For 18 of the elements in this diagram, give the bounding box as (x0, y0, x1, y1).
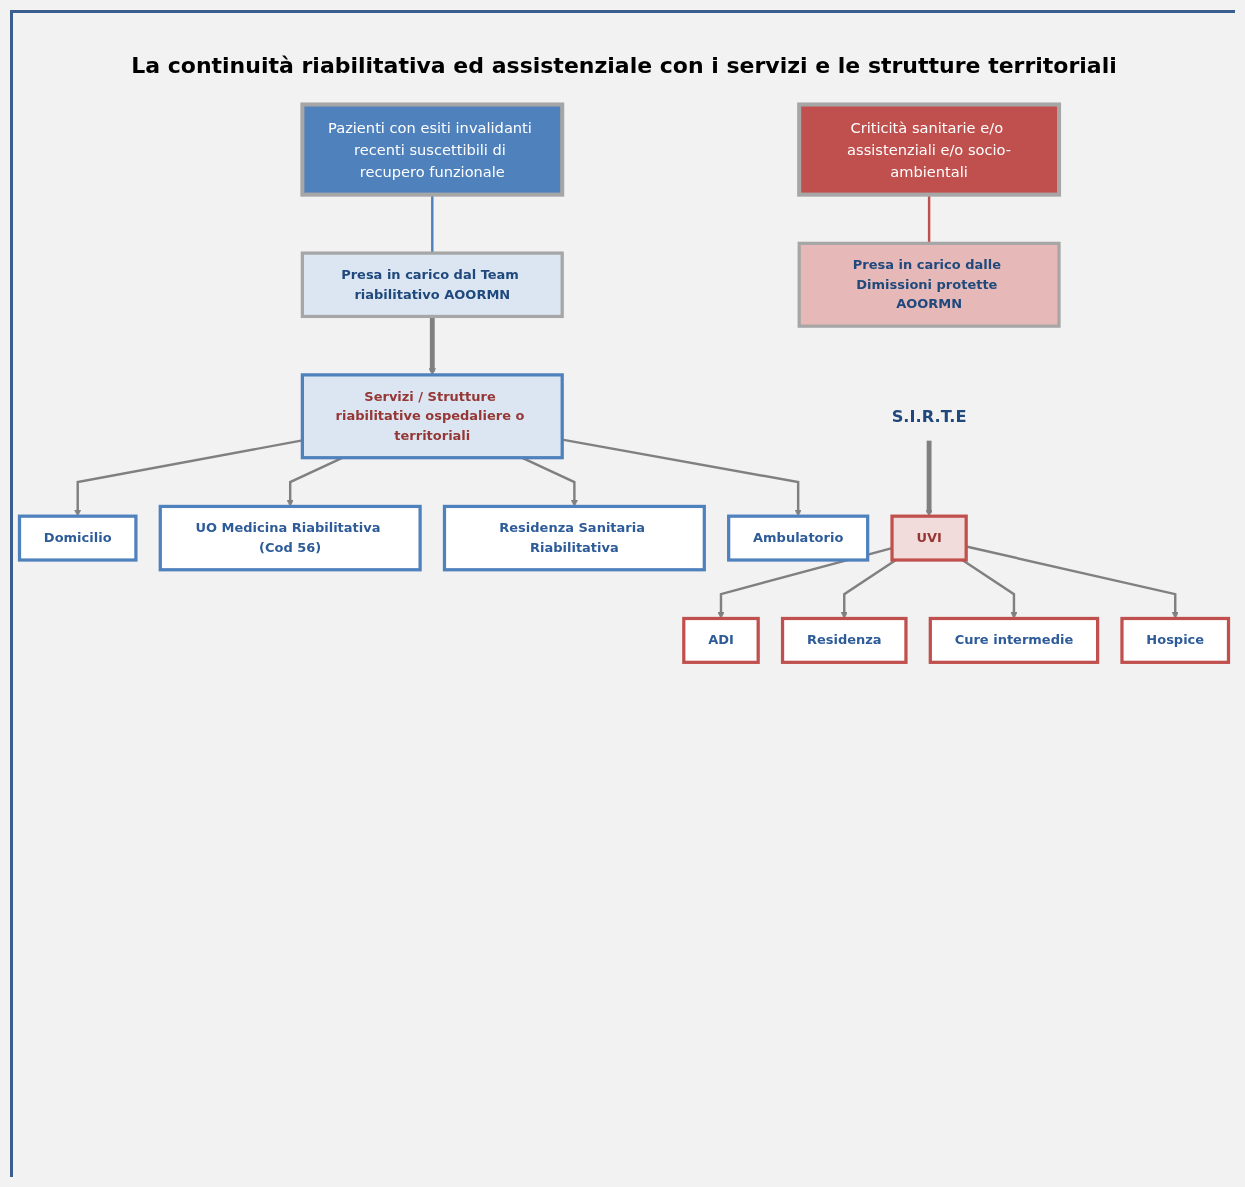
node-box: Cure intermedie (928, 616, 1100, 664)
arrow (840, 559, 897, 619)
node-box: Criticità sanitarie e/o assistenziali e/o socio-ambientali (797, 102, 1062, 197)
node-box: Ambulatorio (727, 514, 870, 562)
node-box: Servizi / Strutture riabilitative ospedaliere o territoriali (300, 373, 564, 460)
node-box: UO Medicina Riabilitativa (Cod 56) (158, 504, 422, 572)
node-box: Domicilio (17, 514, 138, 562)
node-box: Presa in carico dalle Dimissioni protette AOORMN (797, 241, 1061, 328)
title: La continuità riabilitativa ed assistenziale con i servizi e le strutture territoriali (131, 53, 1117, 78)
node-box: Residenza Sanitaria Riabilitativa (442, 504, 706, 572)
node-box: Residenza (780, 616, 908, 664)
node-box: UVI (890, 514, 968, 562)
node-box: ADI (682, 616, 760, 664)
node-box: Pazienti con esiti invalidanti recenti suscettibili di recupero funzionale (300, 102, 565, 197)
node-text: S.I.R.T.E (891, 406, 967, 427)
node-box: Hospice (1120, 616, 1231, 664)
node-box: Presa in carico dal Team riabilitativo AOORMN (300, 251, 564, 319)
arrow (925, 440, 933, 517)
